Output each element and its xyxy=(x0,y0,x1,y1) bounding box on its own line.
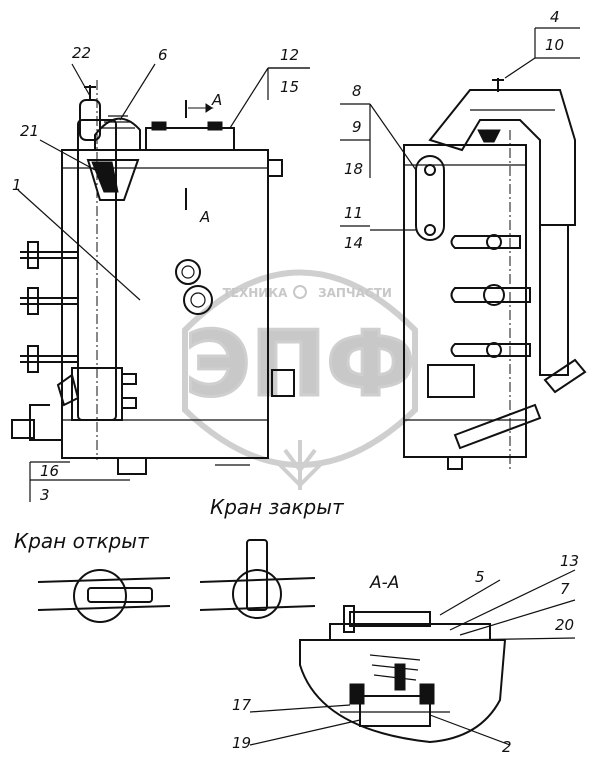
cock-closed-detail xyxy=(199,539,316,619)
part-label-12: 12 xyxy=(280,46,299,64)
part-label-9: 9 xyxy=(352,118,362,136)
part-label-6: 6 xyxy=(158,46,168,64)
label-boxes xyxy=(29,27,580,502)
part-label-4: 4 xyxy=(550,8,560,26)
watermark-left: ТЕХНИКА xyxy=(223,286,289,300)
part-labels: 22 6 21 1 12 15 4 10 8 9 18 11 14 16 3 5… xyxy=(12,8,579,756)
part-label-2: 2 xyxy=(502,738,512,756)
part-label-11: 11 xyxy=(344,204,363,222)
front-view xyxy=(11,80,295,475)
gear-icon xyxy=(293,285,307,299)
caption-closed: Кран закрыт xyxy=(210,495,345,519)
part-label-17: 17 xyxy=(232,696,252,714)
part-label-20: 20 xyxy=(555,616,574,634)
caption-section: А-А xyxy=(369,573,399,593)
part-label-16: 16 xyxy=(40,462,59,480)
left-cocks xyxy=(20,241,78,373)
watermark-right: ЗАПЧАСТИ xyxy=(318,286,392,300)
part-label-5: 5 xyxy=(475,568,485,586)
leader-lines xyxy=(17,57,580,746)
section-aa xyxy=(299,605,507,744)
part-label-13: 13 xyxy=(560,552,579,570)
wheat-icon xyxy=(278,440,322,490)
part-label-8: 8 xyxy=(352,82,362,100)
caption-open: Кран открыт xyxy=(14,529,150,553)
part-label-18: 18 xyxy=(344,160,363,178)
part-label-10: 10 xyxy=(545,36,564,54)
watermark: ЭПФ ТЕХНИКА ЗАПЧАСТИ xyxy=(182,269,418,490)
side-cocks xyxy=(450,234,531,358)
section-mark-bottom: А xyxy=(199,208,210,226)
section-mark-top: А xyxy=(211,91,222,109)
part-label-1: 1 xyxy=(12,176,22,194)
part-label-14: 14 xyxy=(344,234,363,252)
part-label-19: 19 xyxy=(232,734,251,752)
part-label-22: 22 xyxy=(72,44,91,62)
watermark-brand: ЭПФ xyxy=(185,312,416,417)
part-label-15: 15 xyxy=(280,78,299,96)
side-view xyxy=(403,78,587,470)
part-label-21: 21 xyxy=(20,122,39,140)
part-label-3: 3 xyxy=(40,486,50,504)
cock-open-detail xyxy=(37,569,171,623)
part-label-7: 7 xyxy=(560,580,570,598)
